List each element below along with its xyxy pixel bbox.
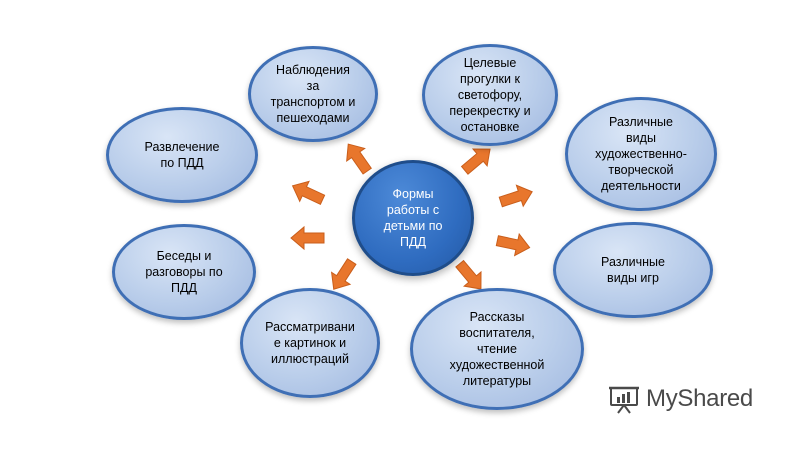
center-node-label: Формы работы с детьми по ПДД [383, 187, 443, 249]
node-entertainment-label: Развлечение по ПДД [144, 140, 220, 170]
arrow-to-observation [338, 137, 377, 178]
node-creative: Различные виды художественно- творческой… [565, 97, 717, 211]
center-node: Формы работы с детьми по ПДД [352, 160, 474, 276]
node-walks-label: Целевые прогулки к светофору, перекрестк… [449, 56, 531, 134]
node-stories: Рассказы воспитателя, чтение художествен… [410, 288, 584, 410]
arrow-to-entertainment [287, 175, 328, 211]
watermark-text: MyShared [646, 385, 753, 412]
arrow-to-walks [457, 140, 498, 180]
node-pictures: Рассматривани е картинок и иллюстраций [240, 288, 380, 398]
node-stories-label: Рассказы воспитателя, чтение художествен… [449, 310, 545, 388]
presentation-board-icon [609, 386, 639, 414]
node-creative-label: Различные виды художественно- творческой… [595, 115, 687, 193]
node-walks: Целевые прогулки к светофору, перекрестк… [422, 44, 558, 146]
watermark-logo: MyShared [608, 384, 753, 414]
node-talks-label: Беседы и разговоры по ПДД [145, 249, 223, 295]
node-games: Различные виды игр [553, 222, 713, 318]
arrow-to-talks [290, 226, 325, 250]
node-entertainment: Развлечение по ПДД [106, 107, 258, 203]
node-observation-label: Наблюдения за транспортом и пешеходами [270, 63, 356, 125]
arrow-to-games [494, 229, 533, 259]
node-pictures-label: Рассматривани е картинок и иллюстраций [265, 320, 355, 366]
node-games-label: Различные виды игр [601, 255, 665, 285]
node-talks: Беседы и разговоры по ПДД [112, 224, 256, 320]
arrow-to-creative [496, 180, 537, 213]
node-observation: Наблюдения за транспортом и пешеходами [248, 46, 378, 142]
